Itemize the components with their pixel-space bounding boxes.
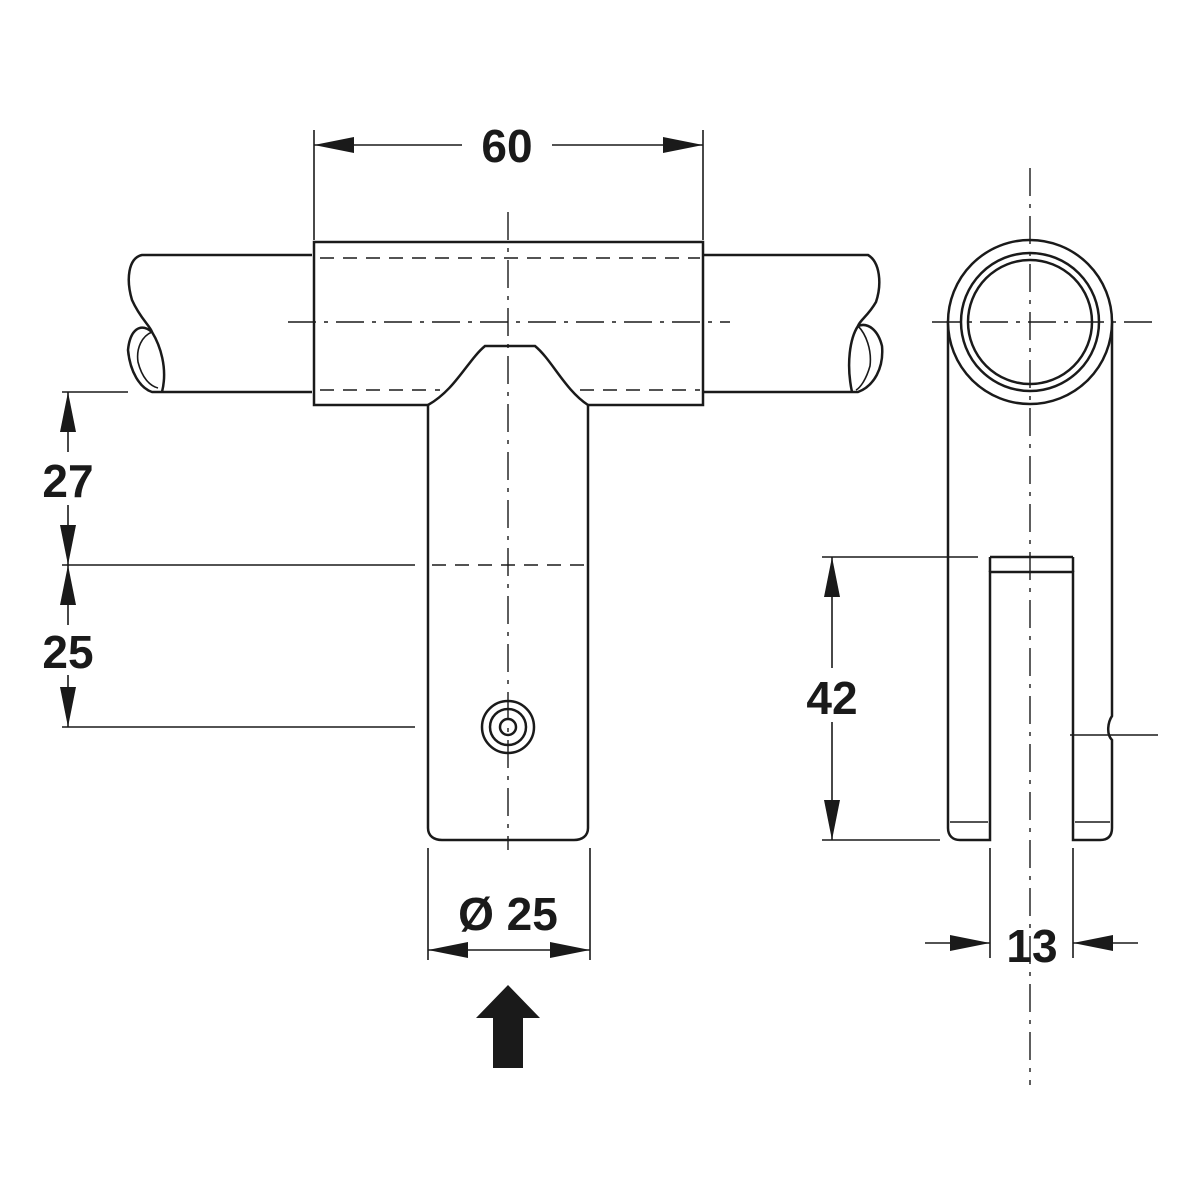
dimension-label-diameter: Ø 25 bbox=[458, 888, 558, 940]
dimension-label-27: 27 bbox=[42, 455, 93, 507]
dimension-label-60: 60 bbox=[481, 120, 532, 172]
dimension-tube-diameter: Ø 25 bbox=[427, 848, 591, 960]
dimension-slot-width: 13 bbox=[925, 848, 1138, 972]
dimension-overall-width: 60 bbox=[313, 120, 704, 240]
dimension-label-25: 25 bbox=[42, 626, 93, 678]
rail-left bbox=[126, 253, 312, 394]
dimension-label-42: 42 bbox=[806, 672, 857, 724]
grub-screw-icon bbox=[480, 699, 536, 755]
dimension-slot-height: 42 bbox=[806, 556, 978, 841]
arrow-up-icon bbox=[476, 985, 540, 1068]
dimension-label-13: 13 bbox=[1006, 920, 1057, 972]
dimension-vertical-left: 27 25 bbox=[42, 391, 415, 728]
rail-right bbox=[703, 253, 884, 394]
front-view bbox=[126, 212, 884, 850]
side-view bbox=[932, 168, 1158, 1085]
